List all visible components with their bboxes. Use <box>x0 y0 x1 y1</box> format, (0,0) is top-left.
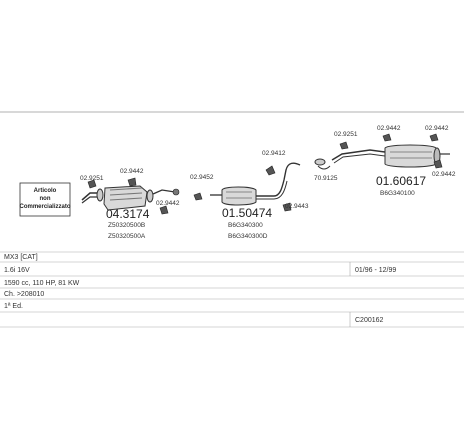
notice-line3: Commercializzato <box>19 204 70 210</box>
label-rear-hanger3: 02.9442 <box>425 125 449 132</box>
label-rear-hanger1: 02.9251 <box>334 131 358 138</box>
table-row4-left: Ch. >208010 <box>4 291 44 298</box>
label-clamp-a: 02.9452 <box>190 174 214 181</box>
table-row5-left: 1ª Ed. <box>4 303 23 310</box>
label-mid-ref1: B6G340300 <box>228 222 263 229</box>
table-row6-right: C200162 <box>355 317 384 324</box>
table-row2-right: 01/96 - 12/99 <box>355 267 396 274</box>
info-table <box>0 251 464 328</box>
label-cat-ref1: Z50320500B <box>108 222 145 229</box>
label-pipe-gasket: 70.9125 <box>314 175 338 182</box>
label-rear-ref: B6G340100 <box>380 190 415 197</box>
notice-box: Articolo non Commercializzato <box>19 182 71 217</box>
label-mid-ref2: B6G340300D <box>228 233 268 240</box>
label-mid-code: 01.50474 <box>222 206 272 220</box>
table-row2-left: 1.6i 16V <box>4 267 30 274</box>
label-cat-code: 04.3174 <box>106 207 150 221</box>
front-hardware <box>87 177 203 215</box>
label-cat-ref2: Z50320500A <box>108 233 146 240</box>
mid-silencer-group <box>210 162 301 206</box>
mid-hardware <box>265 165 292 212</box>
rear-silencer-group <box>314 144 450 170</box>
label-clamp-b: 02.9442 <box>156 200 180 207</box>
label-rear-code: 01.60617 <box>376 174 426 188</box>
notice-line1: Articolo <box>34 188 57 194</box>
rear-hardware <box>339 133 443 169</box>
table-row3-left: 1590 cc, 110 HP, 81 KW <box>4 280 80 287</box>
label-mid-hanger: 02.9412 <box>262 150 286 157</box>
label-rear-hanger2: 02.9442 <box>377 125 401 132</box>
label-rear-rubber: 02.9442 <box>432 171 456 178</box>
table-row1-left: MX3 [CAT] <box>4 254 38 261</box>
label-bracket-left2: 02.9442 <box>120 168 144 175</box>
label-bracket-left: 02.9251 <box>80 175 104 182</box>
label-mid-clamp: 02.9443 <box>285 203 309 210</box>
front-catalyst-group <box>81 185 176 211</box>
notice-line2: non <box>40 196 51 202</box>
